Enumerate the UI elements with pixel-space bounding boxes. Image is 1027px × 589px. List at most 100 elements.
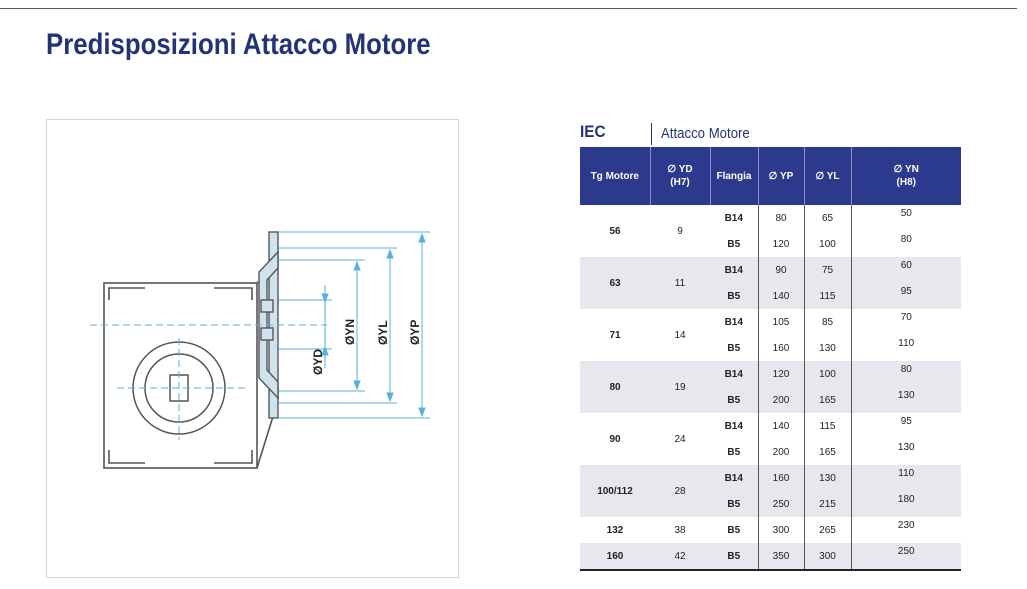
cell-flangia: B14 (710, 361, 758, 387)
cell-yd: 14 (674, 329, 686, 341)
top-rule (0, 8, 1017, 9)
cell-yd: 28 (650, 465, 710, 517)
cell-yn: 80 (850, 361, 961, 387)
cell-tg-motore: 71 (609, 329, 621, 341)
cell-yl: 130 (803, 335, 851, 361)
motor-flange (258, 231, 279, 419)
cell-yn: 95 (850, 283, 961, 309)
cell-yn: 80 (850, 231, 961, 257)
cell-yn: 130 (850, 439, 961, 465)
iec-label: IEC (580, 122, 606, 141)
cell-yp: 140 (757, 413, 804, 439)
cell-yl: 65 (803, 205, 851, 231)
table-caption: IEC Attacco Motore (580, 120, 961, 147)
cell-yl: 75 (803, 257, 851, 283)
caption-divider (651, 123, 652, 145)
cell-yp: 105 (757, 309, 804, 335)
col-yd: ∅ YD(H7) (649, 147, 710, 205)
dimension-arrows (321, 232, 426, 418)
cell-flangia: B5 (727, 446, 741, 458)
cell-yp: 80 (757, 205, 804, 231)
cell-yn: 70 (850, 309, 961, 335)
cell-yl: 115 (803, 413, 851, 439)
col-yn: ∅ YN(H8) (850, 147, 961, 205)
cell-yp: 120 (757, 361, 804, 387)
cell-flangia: B14 (724, 316, 743, 328)
cell-yn: 95 (850, 413, 961, 439)
cell-yn: 50 (850, 205, 961, 231)
cell-yn: 110 (850, 465, 961, 491)
cell-flangia: B5 (727, 238, 741, 250)
cell-yn: 130 (850, 387, 961, 413)
cell-yn: 60 (850, 257, 961, 283)
cell-yl: 300 (803, 543, 851, 571)
cell-flangia: B14 (710, 465, 758, 491)
cell-flangia: B5 (710, 283, 758, 309)
cell-yl: 130 (803, 465, 851, 491)
table-title: Attacco Motore (661, 125, 750, 142)
cell-yl: 165 (803, 439, 851, 465)
cell-yl: 100 (803, 231, 851, 257)
page-title: Predisposizioni Attacco Motore (46, 28, 431, 61)
cell-yd: 11 (650, 257, 710, 309)
cell-flangia: B5 (710, 387, 758, 413)
cell-yn: 230 (850, 517, 961, 543)
cell-yp: 200 (757, 439, 804, 465)
cell-yl: 165 (803, 387, 851, 413)
cell-yl: 85 (803, 309, 851, 335)
cell-yd: 42 (650, 543, 710, 571)
motor-flange-diagram: ØYD ØYN ØYL ØYP (90, 231, 430, 469)
cell-yp: 200 (757, 387, 804, 413)
cell-yp: 120 (757, 231, 804, 257)
gearbox-body (103, 268, 276, 469)
cell-tg-motore: 90 (609, 433, 621, 445)
cell-yp: 300 (757, 517, 804, 543)
cell-yl: 265 (803, 517, 851, 543)
cell-yn: 250 (850, 543, 961, 571)
col-yp: ∅ YP (757, 147, 804, 205)
cell-flangia: B5 (710, 491, 758, 517)
label-yn: ØYN (343, 319, 357, 345)
cell-yp: 140 (757, 283, 804, 309)
cell-tg-motore: 56 (609, 225, 621, 237)
cell-yl: 115 (803, 283, 851, 309)
cell-yn: 180 (850, 491, 961, 517)
cell-tg-motore: 80 (580, 361, 650, 413)
cell-tg-motore: 132 (606, 524, 624, 536)
cell-yd: 38 (674, 524, 686, 536)
cell-yd: 24 (674, 433, 686, 445)
motor-adapter-table: Tg Motore ∅ YD(H7) Flangia ∅ YP ∅ YL ∅ Y… (580, 147, 961, 571)
cell-tg-motore: 63 (580, 257, 650, 309)
label-yl: ØYL (376, 320, 390, 345)
col-flangia: Flangia (709, 147, 758, 205)
cell-flangia: B14 (724, 420, 743, 432)
cell-yp: 160 (757, 465, 804, 491)
col-yl: ∅ YL (803, 147, 851, 205)
cell-flangia: B14 (724, 212, 743, 224)
cell-flangia: B5 (710, 543, 758, 571)
technical-drawing: ØYD ØYN ØYL ØYP (46, 119, 459, 578)
cell-yl: 215 (803, 491, 851, 517)
cell-flangia: B5 (727, 342, 741, 354)
label-yp: ØYP (408, 320, 422, 345)
table-header-row: Tg Motore ∅ YD(H7) Flangia ∅ YP ∅ YL ∅ Y… (580, 147, 961, 205)
cell-yd: 19 (650, 361, 710, 413)
col-tg-motore: Tg Motore (580, 147, 650, 205)
center-lines (90, 324, 327, 440)
cell-flangia: B14 (710, 257, 758, 283)
extension-lines (279, 231, 430, 419)
cell-yp: 250 (757, 491, 804, 517)
cell-tg-motore: 160 (580, 543, 650, 571)
